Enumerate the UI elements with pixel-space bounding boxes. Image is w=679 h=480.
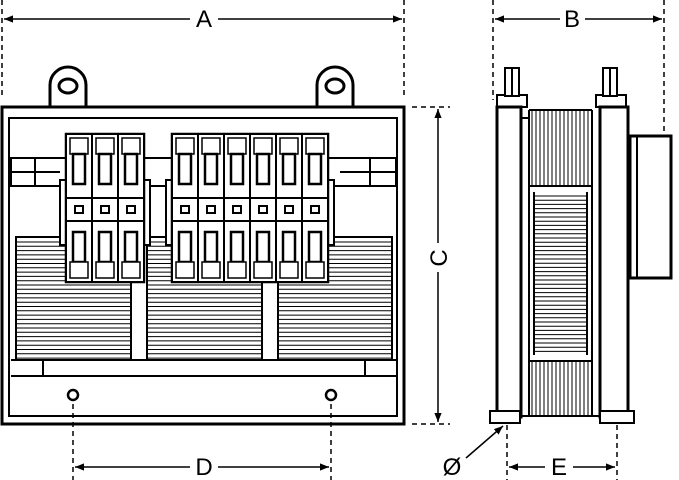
- terminal: [65, 133, 93, 283]
- foot-left: [489, 410, 521, 424]
- top-post-left: [496, 67, 528, 108]
- dimension-label-c: C: [426, 249, 453, 266]
- mounting-hole-left: [66, 388, 80, 402]
- top-post-right: [595, 67, 627, 108]
- terminal: [301, 133, 329, 283]
- dimension-label-e: E: [551, 454, 567, 480]
- terminal: [91, 133, 119, 283]
- terminal: [171, 133, 199, 283]
- dimension-label-diameter: Ø: [443, 454, 462, 480]
- dimension-label-a: A: [196, 6, 212, 33]
- terminal-bank-left: [59, 132, 151, 284]
- dimension-lines: [1, 0, 665, 480]
- inner-frame: [8, 117, 398, 417]
- terminal-blocks: [59, 132, 335, 284]
- side-plate-right: [598, 105, 630, 419]
- front-view: [0, 65, 406, 426]
- lifting-eye-left: [48, 65, 88, 106]
- lifting-eye-right: [315, 65, 355, 106]
- coil-band: [528, 185, 593, 362]
- foot-right: [599, 410, 635, 424]
- dimension-label-b: B: [564, 6, 580, 33]
- terminal: [197, 133, 225, 283]
- lamination-stack: [521, 109, 600, 417]
- terminal: [223, 133, 251, 283]
- side-view: [489, 67, 673, 424]
- mounting-hole-right: [324, 388, 338, 402]
- coil-band-hatching: [533, 192, 588, 355]
- terminal-bank-right: [165, 132, 335, 284]
- terminal: [275, 133, 303, 283]
- terminal: [249, 133, 277, 283]
- terminal: [117, 133, 145, 283]
- dimension-label-d: D: [195, 454, 212, 480]
- side-plate-left: [495, 105, 523, 419]
